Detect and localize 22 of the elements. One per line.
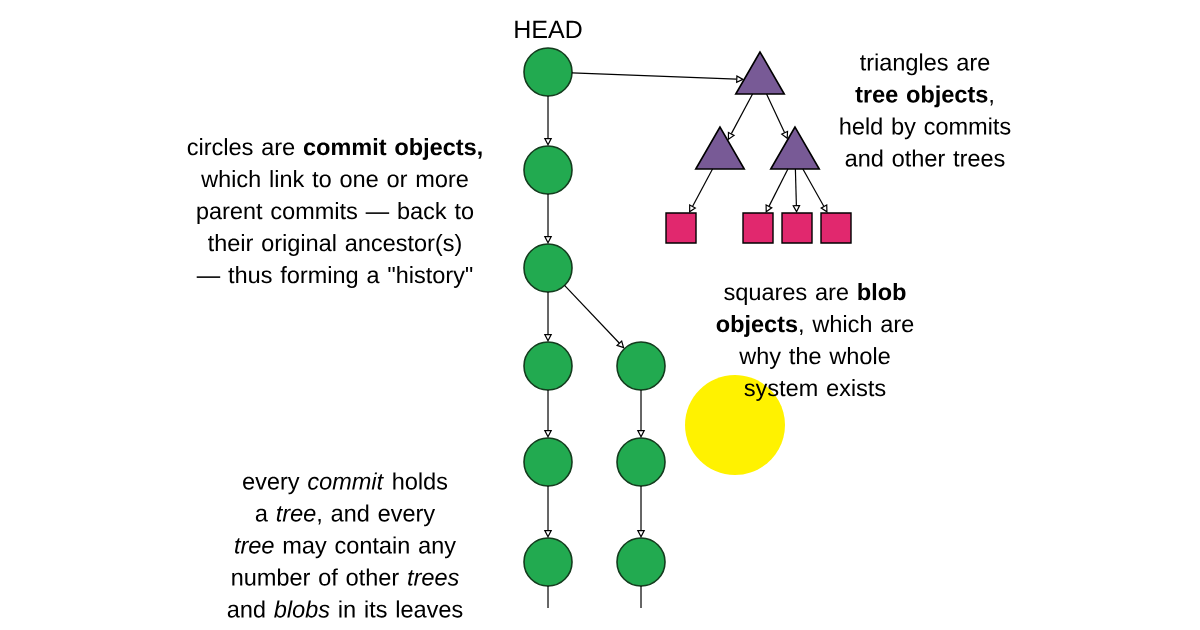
blob-square <box>781 212 813 244</box>
arrow <box>792 168 801 213</box>
commit-circle <box>616 537 666 587</box>
commit-circle <box>523 537 573 587</box>
commit-circle <box>523 47 573 97</box>
node-label: HEAD <box>515 20 582 38</box>
blob-square <box>742 212 774 244</box>
arrow <box>689 168 714 213</box>
commit-circle <box>523 341 573 391</box>
commit-circle <box>523 437 573 487</box>
commit-circle <box>616 437 666 487</box>
commit-circle <box>616 341 666 391</box>
commit-circle <box>523 243 573 293</box>
arrow <box>765 168 789 213</box>
annotation-text: every commit holds a tree, and every tree may contain any number of other trees and blobs in its leaves <box>227 472 463 618</box>
annotation-text: triangles are tree objects, held by commits and other trees <box>840 53 1011 167</box>
arrow <box>563 284 625 349</box>
arrow <box>802 168 828 213</box>
annotation-text: circles are commit objects, which link to one or more parent commits — back to their original ancestor(s) — thus forming a "history" <box>187 138 482 288</box>
commit-circle <box>523 145 573 195</box>
blob-square <box>665 212 697 244</box>
blob-square <box>820 212 852 244</box>
